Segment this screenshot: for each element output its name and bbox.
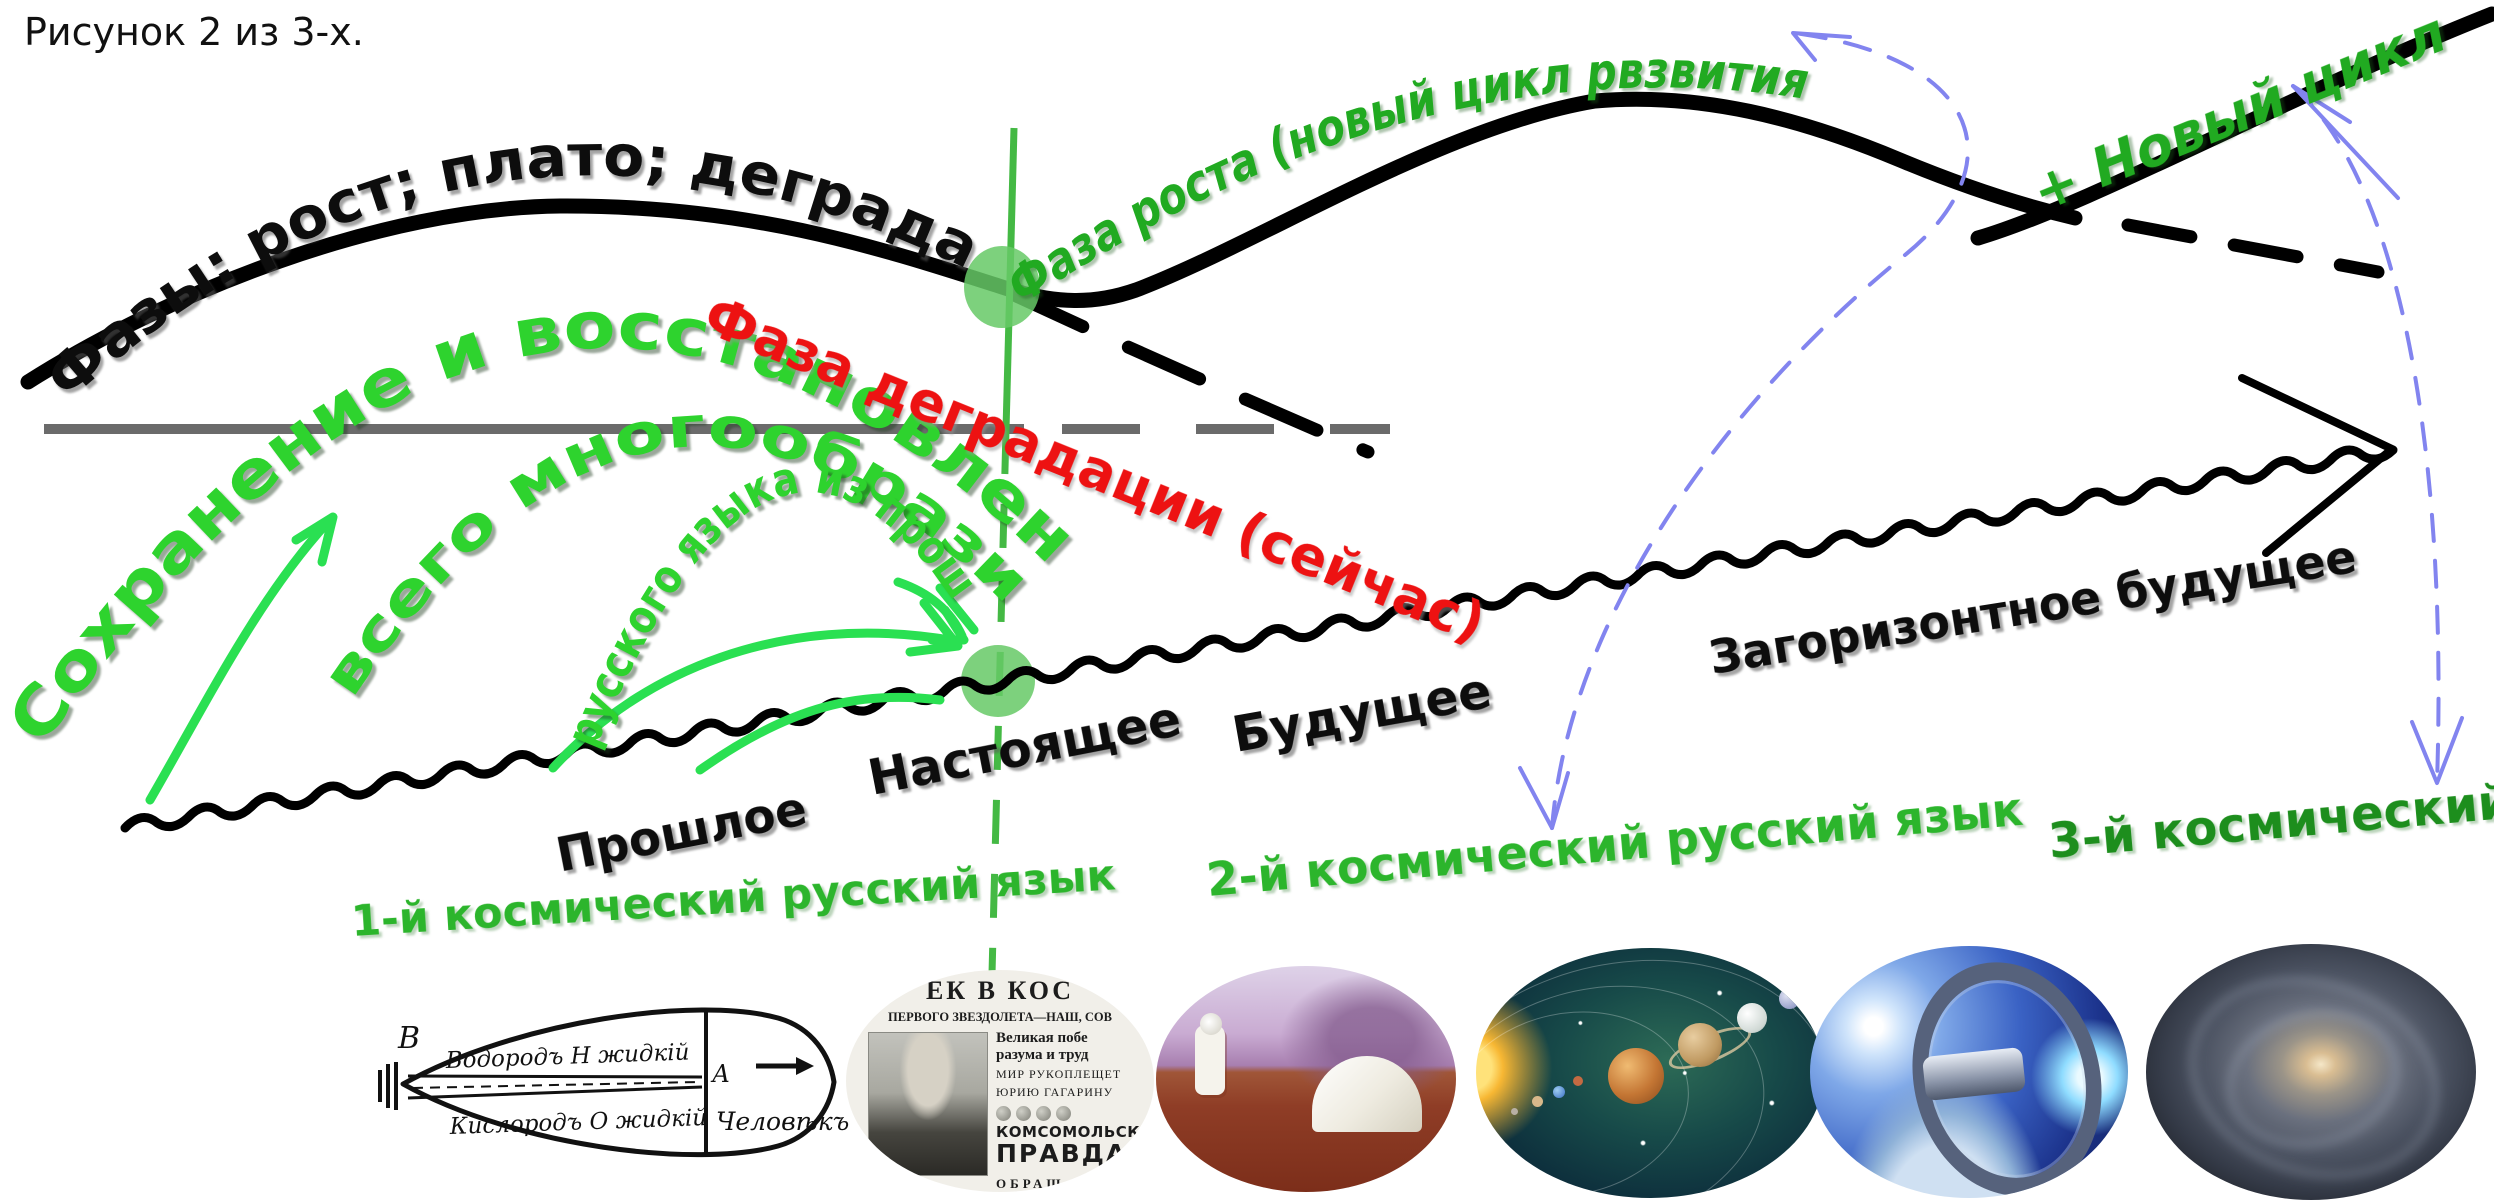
now-dot-timeline [961,645,1035,717]
planet-venus [1531,1095,1543,1107]
now-dot-curve [964,246,1040,328]
planet-earth [1552,1085,1565,1098]
solar-system-oval [1476,948,1824,1198]
ring-starship-oval [1810,946,2128,1198]
arrow-text-flourish-head [927,605,969,645]
newspaper-line3: МИР РУКОПЛЕЩЕТ [996,1067,1122,1081]
rocket-nozzle [378,1062,398,1110]
medal-icon [1056,1106,1071,1121]
newspaper-line4: ЮРИЮ ГАГАРИНУ [996,1085,1114,1099]
newspaper-line1: Великая побе [996,1030,1088,1046]
newspaper-subheadline: ПЕРВОГО ЗВЕЗДОЛЕТА—НАШ, СОВ [888,1010,1112,1024]
arrow-past-to-now-head2 [935,583,979,635]
rocket-nozzle-label: В [397,1021,420,1056]
now-line-dashed [988,429,1010,975]
medal-icon [1036,1106,1051,1121]
cosmic-first-label: 1-й космический русский язык [350,850,1117,947]
arrow-past-to-now-head [905,598,963,657]
timeline-wavy-line [120,445,2398,833]
cosmic-links [1518,31,2464,830]
newspaper-masthead-line2: ПРАВДА [996,1139,1128,1168]
blue-arrow-3rd-curve [2291,84,2441,785]
rocket-tube-axis [412,1081,699,1089]
cycle-curve-new-rise [1970,6,2494,246]
spiral-galaxy-oval [2146,944,2476,1200]
timeline-future-label: Будущее [1228,662,1495,764]
rocket-tube-bottom [407,1085,703,1100]
degradation-dashed-1 [1005,287,1375,459]
medal-icon [996,1106,1011,1121]
timeline-arrowhead [2238,374,2396,557]
blue-arrow-3rd-head-bottom [2410,716,2464,785]
rocket-tube-top [407,1074,703,1079]
newspaper-appeal: ОБРАЩ [996,1176,1065,1191]
fairytale-firebird-oval [46,956,354,1178]
newspaper-column: Великая побе разума и труд МИР РУКОПЛЕЩЕ… [996,1030,1154,1192]
rocket-outline [400,1007,837,1158]
planet-mercury [1510,1108,1518,1115]
medal-icon [1016,1106,1031,1121]
blue-arrow-2nd-head-bottom [1518,766,1570,830]
arrow-past-to-now-outer [548,628,955,773]
blue-arrow-2nd-curve [1550,31,1970,830]
arrow-up-growth [145,517,333,805]
timeline-past-label: Прошлое [552,781,812,883]
astronaut-figure [1195,1024,1225,1095]
timeline-present-label: Настоящее [863,690,1185,806]
planet-uranus [1737,1003,1767,1033]
planet-jupiter [1608,1048,1665,1104]
cosmic-second-label: 2-й космический русский язык [1204,782,2025,907]
blue-arrow-2nd-head-top [1791,31,1852,62]
arrow-past-to-now-inner [695,692,945,775]
gagarin-newspaper-oval: ЕК В КОС ПЕРВОГО ЗВЕЗДОЛЕТА—НАШ, СОВ Вел… [846,970,1154,1192]
preservation-arrows [145,512,979,805]
tsiolkovsky-rocket-sketch: В Водородъ Н жидкій Кислородъ О жидкій А… [378,1007,849,1158]
astronaut-helmet [1199,1013,1222,1036]
mars-colony-oval [1156,966,1456,1192]
planet-saturn [1677,1023,1722,1067]
newspaper-masthead-line1: КОМСОМОЛЬСКАЯ [996,1123,1154,1141]
blue-arrow-3rd-head-top [2291,84,2400,200]
degradation-dashed-2 [2121,218,2385,279]
gagarin-portrait [868,1032,988,1176]
newspaper-line2: разума и труд [996,1047,1089,1063]
page-title: Рисунок 2 из 3-х. [24,10,364,54]
rocket-direction-arrowhead [796,1057,814,1075]
cycle-curve-main [20,91,2083,390]
arrow-up-growth-head [291,512,338,567]
planet-mars [1573,1075,1584,1086]
planet-neptune [1778,988,1800,1009]
newspaper-top-headline: ЕК В КОС [925,976,1075,1005]
rocket-crew-label: Человѣкъ [716,1107,849,1136]
cosmic-third-label: 3-й космический [2046,774,2494,870]
rocket-section-label: А [710,1060,730,1088]
newspaper-medals [996,1106,1146,1121]
habitat-dome [1312,1056,1422,1133]
